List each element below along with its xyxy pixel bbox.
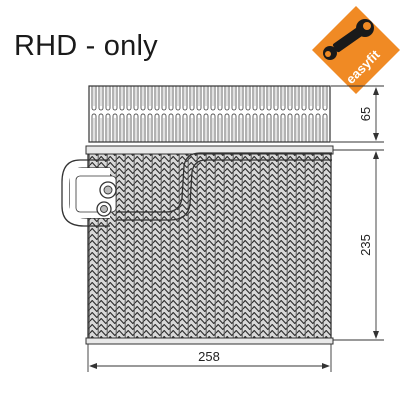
dimension-width — [87, 344, 332, 372]
dimension-top-height — [331, 85, 384, 143]
page-title: RHD - only — [14, 30, 158, 62]
pipe-fittings — [96, 181, 117, 217]
evaporator-core — [85, 145, 334, 345]
dimension-label-235: 235 — [358, 234, 373, 256]
top-tank — [88, 85, 331, 143]
easyfit-badge: easyfit — [312, 6, 400, 94]
wrench-icon — [323, 19, 374, 60]
dimension-label-65: 65 — [358, 107, 373, 121]
dimension-label-258: 258 — [198, 349, 220, 364]
dimension-core-height — [333, 149, 384, 341]
